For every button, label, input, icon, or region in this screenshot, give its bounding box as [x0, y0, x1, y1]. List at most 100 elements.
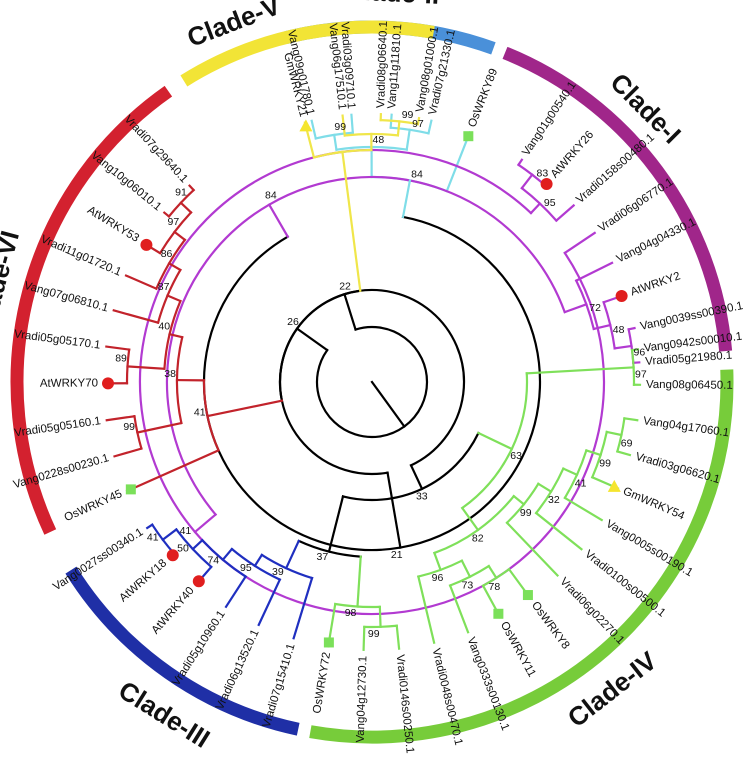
- branch-line: [561, 467, 579, 477]
- bootstrap-label: 97: [167, 216, 179, 228]
- branch-line: [563, 231, 597, 255]
- bootstrap-label: 40: [158, 321, 170, 333]
- leaf-label: Vradi06g02270.1: [557, 576, 626, 647]
- bootstrap-label: 99: [123, 421, 135, 433]
- leaf-label: Vradi03g06620.1: [634, 451, 721, 486]
- branch-line: [343, 292, 357, 331]
- bootstrap-label: 99: [334, 121, 346, 133]
- bootstrap-label: 84: [411, 169, 423, 181]
- branch-line: [125, 448, 220, 493]
- bootstrap-label: 91: [175, 186, 187, 198]
- bootstrap-label: 99: [520, 507, 532, 519]
- leaf-label: Vang01g00540.1: [520, 80, 578, 159]
- bootstrap-label: 97: [412, 118, 424, 130]
- branch-line: [350, 113, 355, 134]
- branch-line: [193, 512, 218, 534]
- branch-line: [427, 119, 433, 135]
- leaf-label: OsWRKY8: [529, 600, 572, 652]
- branch-line: [584, 449, 603, 457]
- branch-line: [284, 539, 301, 570]
- branch-line: [516, 158, 524, 167]
- branch-line: [206, 399, 284, 418]
- bootstrap-label: 41: [575, 477, 587, 489]
- bootstrap-label: 86: [161, 248, 173, 260]
- branch-line: [145, 523, 154, 530]
- circle-marker: [540, 177, 553, 190]
- square-marker: [125, 484, 136, 495]
- branch-line: [554, 203, 576, 223]
- circle-marker: [102, 377, 115, 390]
- bootstrap-label: 89: [115, 353, 127, 365]
- branch-line: [310, 119, 318, 140]
- branch-line: [460, 506, 480, 532]
- leaf-label: GmWRKY54: [621, 485, 687, 522]
- square-marker: [493, 608, 504, 619]
- branch-line: [126, 365, 166, 370]
- branch-line: [166, 294, 182, 303]
- branch-line: [105, 345, 131, 351]
- branch-line: [327, 495, 345, 553]
- bootstrap-label: 96: [432, 572, 444, 584]
- leaf-label: AtWRKY53: [85, 204, 141, 244]
- leaf-label: Vradi11g01720.1: [39, 233, 123, 278]
- circle-marker: [615, 290, 628, 303]
- branch-line: [627, 326, 636, 331]
- branch-line: [401, 179, 412, 219]
- branch-line: [448, 584, 470, 634]
- bootstrap-label: 95: [544, 197, 556, 209]
- branch-line: [405, 128, 411, 151]
- branch-line: [417, 575, 436, 645]
- branch-line: [563, 302, 588, 314]
- bootstrap-label: 87: [158, 281, 170, 293]
- leaf-label: AtWRKY40: [150, 585, 197, 637]
- leaf-label: Vradi07g29640.1: [122, 113, 190, 185]
- leaf-label: Vang04g17060.1: [642, 415, 730, 439]
- leaf-label: Vang10g06010.1: [89, 149, 164, 213]
- branch-line: [124, 274, 158, 291]
- leaf-label: OsWRKY89: [466, 67, 500, 129]
- branch-line: [341, 150, 362, 292]
- leaf-label: Vradi08g06640.1: [375, 21, 390, 109]
- branch-line: [267, 203, 290, 239]
- branch-line: [179, 201, 193, 214]
- bootstrap-label: 97: [635, 368, 647, 380]
- bootstrap-label: 26: [287, 316, 299, 328]
- bootstrap-label: 95: [240, 562, 252, 574]
- branch-line: [536, 482, 553, 494]
- branch-line: [574, 261, 614, 283]
- bootstrap-label: 41: [180, 525, 192, 537]
- clade-arc-v: [180, 20, 435, 87]
- clade-arc-iv: [309, 369, 734, 744]
- branch-line: [432, 551, 442, 572]
- bootstrap-label: 72: [589, 302, 601, 314]
- leaf-label: OsWRKY72: [311, 651, 333, 714]
- branch-line: [396, 120, 401, 137]
- bootstrap-label: 38: [164, 368, 176, 380]
- branch-line: [525, 366, 635, 375]
- clade-arc-vi: [10, 85, 173, 535]
- leaf-label: AtWRKY18: [117, 557, 169, 604]
- bootstrap-label: 32: [548, 494, 560, 506]
- bootstrap-label: 83: [537, 168, 549, 180]
- branch-line: [409, 463, 424, 491]
- branch-line: [168, 332, 184, 339]
- root-stem: [370, 380, 406, 429]
- branch-line: [136, 421, 183, 434]
- branch-line: [356, 555, 362, 608]
- bootstrap-label: 41: [194, 407, 206, 419]
- branch-line: [623, 417, 639, 422]
- bootstrap-label: 37: [317, 551, 329, 563]
- square-marker: [323, 637, 334, 648]
- branch-line: [386, 471, 402, 549]
- square-marker: [522, 590, 533, 601]
- branch-line: [332, 133, 338, 151]
- leaf-label: Vang04g12730.1: [355, 656, 370, 743]
- branch-line: [378, 605, 382, 628]
- bootstrap-label: 96: [634, 346, 646, 358]
- circle-marker: [192, 575, 205, 588]
- branch-line: [505, 521, 560, 577]
- leaf-label: OsWRKY11: [498, 620, 538, 679]
- branch-line: [162, 211, 171, 218]
